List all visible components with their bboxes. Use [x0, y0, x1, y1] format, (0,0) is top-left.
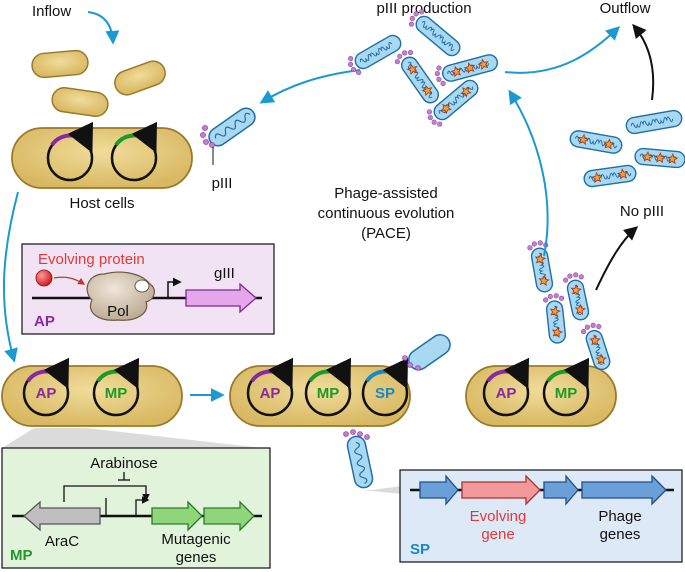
- plasmid-ap-label-1: AP: [36, 385, 57, 402]
- plasmid-sp-label: SP: [375, 385, 395, 402]
- host-to-infection-arrow: [3, 191, 19, 363]
- host-cell: [11, 121, 193, 189]
- phage-piii: [208, 107, 256, 147]
- protein-to-pol-arrow: [53, 276, 86, 285]
- plasmid-ap-label-3: AP: [496, 385, 517, 402]
- phage-particle: [426, 79, 479, 127]
- cell-ap-mp-sp: AP MP SP: [229, 357, 411, 427]
- sp-box-tag: SP: [410, 541, 430, 558]
- mp-box-tag: MP: [10, 547, 33, 564]
- phage-particle: [543, 293, 567, 344]
- mp-detail-box: MP Arabinose AraC Mutagenic genes: [1, 447, 271, 569]
- mutagenic-gene-1: [151, 500, 203, 532]
- phage-particle: [581, 322, 611, 371]
- sp-detail-box: SP Evolving gene Phage genes: [399, 469, 683, 563]
- phage-particle: [625, 109, 683, 135]
- phage-genes-line1: Phage: [598, 508, 641, 525]
- production-to-outflow-arrow: [504, 26, 621, 74]
- host-cells-label: Host cells: [69, 195, 134, 212]
- mp-zoom-callout: [2, 428, 262, 448]
- pol-label: Pol: [107, 303, 129, 320]
- cell-ap-mp-right: AP MP: [465, 357, 617, 427]
- infecting-phage: [407, 334, 451, 371]
- evolving-gene-line2: gene: [481, 526, 514, 543]
- phage-particle: [583, 164, 637, 188]
- mutagenic-label-line2: genes: [176, 549, 217, 566]
- sp-phage: [346, 435, 374, 489]
- giii-gene-arrow: [185, 282, 257, 314]
- mutagenic-label-line1: Mutagenic: [161, 531, 231, 548]
- production-to-piii-arrow: [259, 69, 361, 104]
- inflow-label: Inflow: [32, 3, 71, 20]
- pol-pocket: [134, 279, 150, 293]
- giii-label: gIII: [214, 265, 235, 282]
- evolving-gene-line1: Evolving: [470, 508, 527, 525]
- no-piii-to-outflow-arrow: [632, 23, 655, 101]
- no-piii-label: No pIII: [620, 203, 664, 220]
- plasmid-mp-label-1: MP: [105, 385, 128, 402]
- pace-title-line3: (PACE): [361, 225, 411, 242]
- piii-production-label: pIII production: [376, 0, 471, 17]
- phage-genes-line2: genes: [600, 526, 641, 543]
- piii-knobs: [200, 125, 215, 148]
- phage-particle: [347, 34, 402, 75]
- phage-cluster-production: [347, 9, 499, 127]
- arac-gene-arrow: [23, 500, 101, 532]
- evolving-gene-arrow: [461, 474, 541, 506]
- phage-particle: [394, 49, 440, 104]
- phage-genes-arrow: [581, 474, 667, 506]
- sp-gene-2: [543, 474, 579, 506]
- ap-detail-box: AP Evolving protein Pol gIII: [21, 243, 275, 335]
- piii-label: pIII: [212, 175, 233, 192]
- mutagenic-gene-2: [203, 500, 255, 532]
- phage-cluster-emerging: [527, 240, 611, 371]
- free-host-cells: [31, 49, 166, 117]
- phage-particle: [527, 240, 554, 293]
- phage-cluster-no-piii: [569, 109, 685, 188]
- sp-phage-knobs: [343, 429, 370, 440]
- inflow-arrow: [87, 11, 120, 45]
- plasmid-mp-label-3: MP: [555, 385, 578, 402]
- phage-particle: [634, 147, 685, 169]
- emerging-to-production-arrow: [508, 89, 549, 257]
- arac-regulation-line: [63, 485, 150, 502]
- outflow-label: Outflow: [600, 0, 651, 17]
- ap-promoter: [167, 277, 182, 298]
- plasmid-mp-label-2: MP: [317, 385, 340, 402]
- cell-ap-mp-left: AP MP: [1, 357, 183, 427]
- phage-particle: [434, 54, 499, 87]
- emerging-to-no-piii-arrow: [595, 226, 639, 291]
- pace-title-line2: continuous evolution: [318, 205, 455, 222]
- sp-gene-1: [419, 474, 459, 506]
- arabinose-label: Arabinose: [90, 455, 158, 472]
- plasmid-ap-label-2: AP: [260, 385, 281, 402]
- ap-box-tag: AP: [34, 313, 55, 330]
- infecting-phage-knobs: [402, 355, 421, 371]
- evolving-protein-label: Evolving protein: [38, 251, 145, 268]
- arac-label: AraC: [45, 533, 79, 550]
- pace-title-line1: Phage-assisted: [334, 185, 437, 202]
- phage-particle: [569, 130, 623, 154]
- mp-promoter: [135, 496, 150, 516]
- evolving-protein-ball: [35, 269, 53, 287]
- phage-particle: [563, 272, 590, 321]
- phage-particle: [408, 9, 461, 57]
